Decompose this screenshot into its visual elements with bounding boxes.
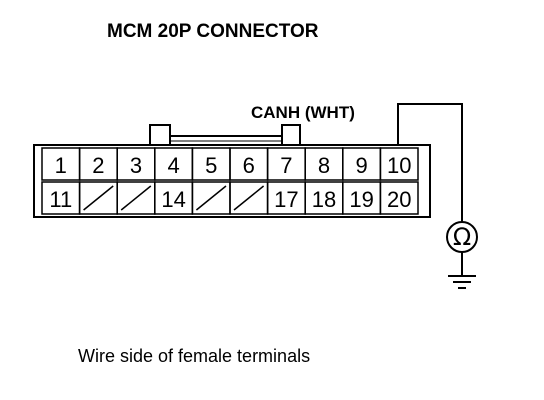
terminal-cavity-bottom-8: 18: [304, 181, 344, 215]
empty-cavity-mark: [83, 185, 114, 211]
canh-wire-label: CANH (WHT): [251, 103, 355, 122]
terminal-cavity-bottom-1: 11: [41, 181, 81, 215]
diagram-caption: Wire side of female terminals: [78, 346, 310, 366]
ohm-icon: Ω: [453, 223, 471, 251]
terminal-number: 20: [387, 187, 411, 212]
left-lock-tab: [149, 124, 171, 145]
terminal-number: 11: [49, 187, 72, 212]
terminal-number: 19: [349, 187, 373, 212]
terminal-number: 3: [130, 153, 142, 178]
terminal-cavity-top-10: 10: [379, 147, 419, 181]
terminal-cavity-bottom-9: 19: [342, 181, 382, 215]
empty-cavity-mark: [120, 185, 152, 211]
terminal-cavity-bottom-4: 14: [154, 181, 194, 215]
diagram-title: MCM 20P CONNECTOR: [107, 21, 319, 42]
ground-icon: [448, 275, 476, 289]
terminal-number: 5: [205, 153, 217, 178]
terminal-cavity-bottom-3: [116, 181, 156, 215]
terminal-number: 9: [355, 153, 367, 178]
terminal-number: 14: [161, 187, 185, 212]
terminal-number: 18: [312, 187, 336, 212]
terminal-number: 10: [387, 153, 411, 178]
terminal-number: 2: [92, 153, 104, 178]
bottom-terminal-row: 11 14 17 18 19 20: [41, 181, 419, 215]
terminal-cavity-top-7: 7: [266, 147, 306, 181]
terminal-cavity-top-3: 3: [116, 147, 156, 181]
connector-body: [33, 144, 431, 218]
canh-test-lead: [397, 103, 463, 223]
terminal-cavity-top-6: 6: [229, 147, 269, 181]
terminal-number: 4: [167, 153, 179, 178]
terminal-cavity-bottom-6: [229, 181, 269, 215]
terminal-cavity-top-9: 9: [342, 147, 382, 181]
terminal-cavity-top-4: 4: [154, 147, 194, 181]
terminal-cavity-bottom-2: [78, 181, 118, 215]
empty-cavity-mark: [195, 185, 227, 211]
empty-cavity-mark: [233, 185, 265, 211]
terminal-cavity-top-2: 2: [78, 147, 118, 181]
terminal-cavity-top-1: 1: [41, 147, 81, 181]
terminal-cavity-bottom-5: [191, 181, 231, 215]
terminal-cavity-bottom-10: 20: [379, 181, 419, 215]
terminal-cavity-bottom-7: 17: [266, 181, 306, 215]
terminal-number: 1: [55, 153, 67, 178]
terminal-cavity-top-8: 8: [304, 147, 344, 181]
right-lock-tab: [281, 124, 301, 145]
terminal-number: 17: [274, 187, 298, 212]
terminal-number: 7: [280, 153, 292, 178]
terminal-number: 6: [243, 153, 255, 178]
terminal-number: 8: [318, 153, 330, 178]
terminal-cavity-top-5: 5: [191, 147, 231, 181]
